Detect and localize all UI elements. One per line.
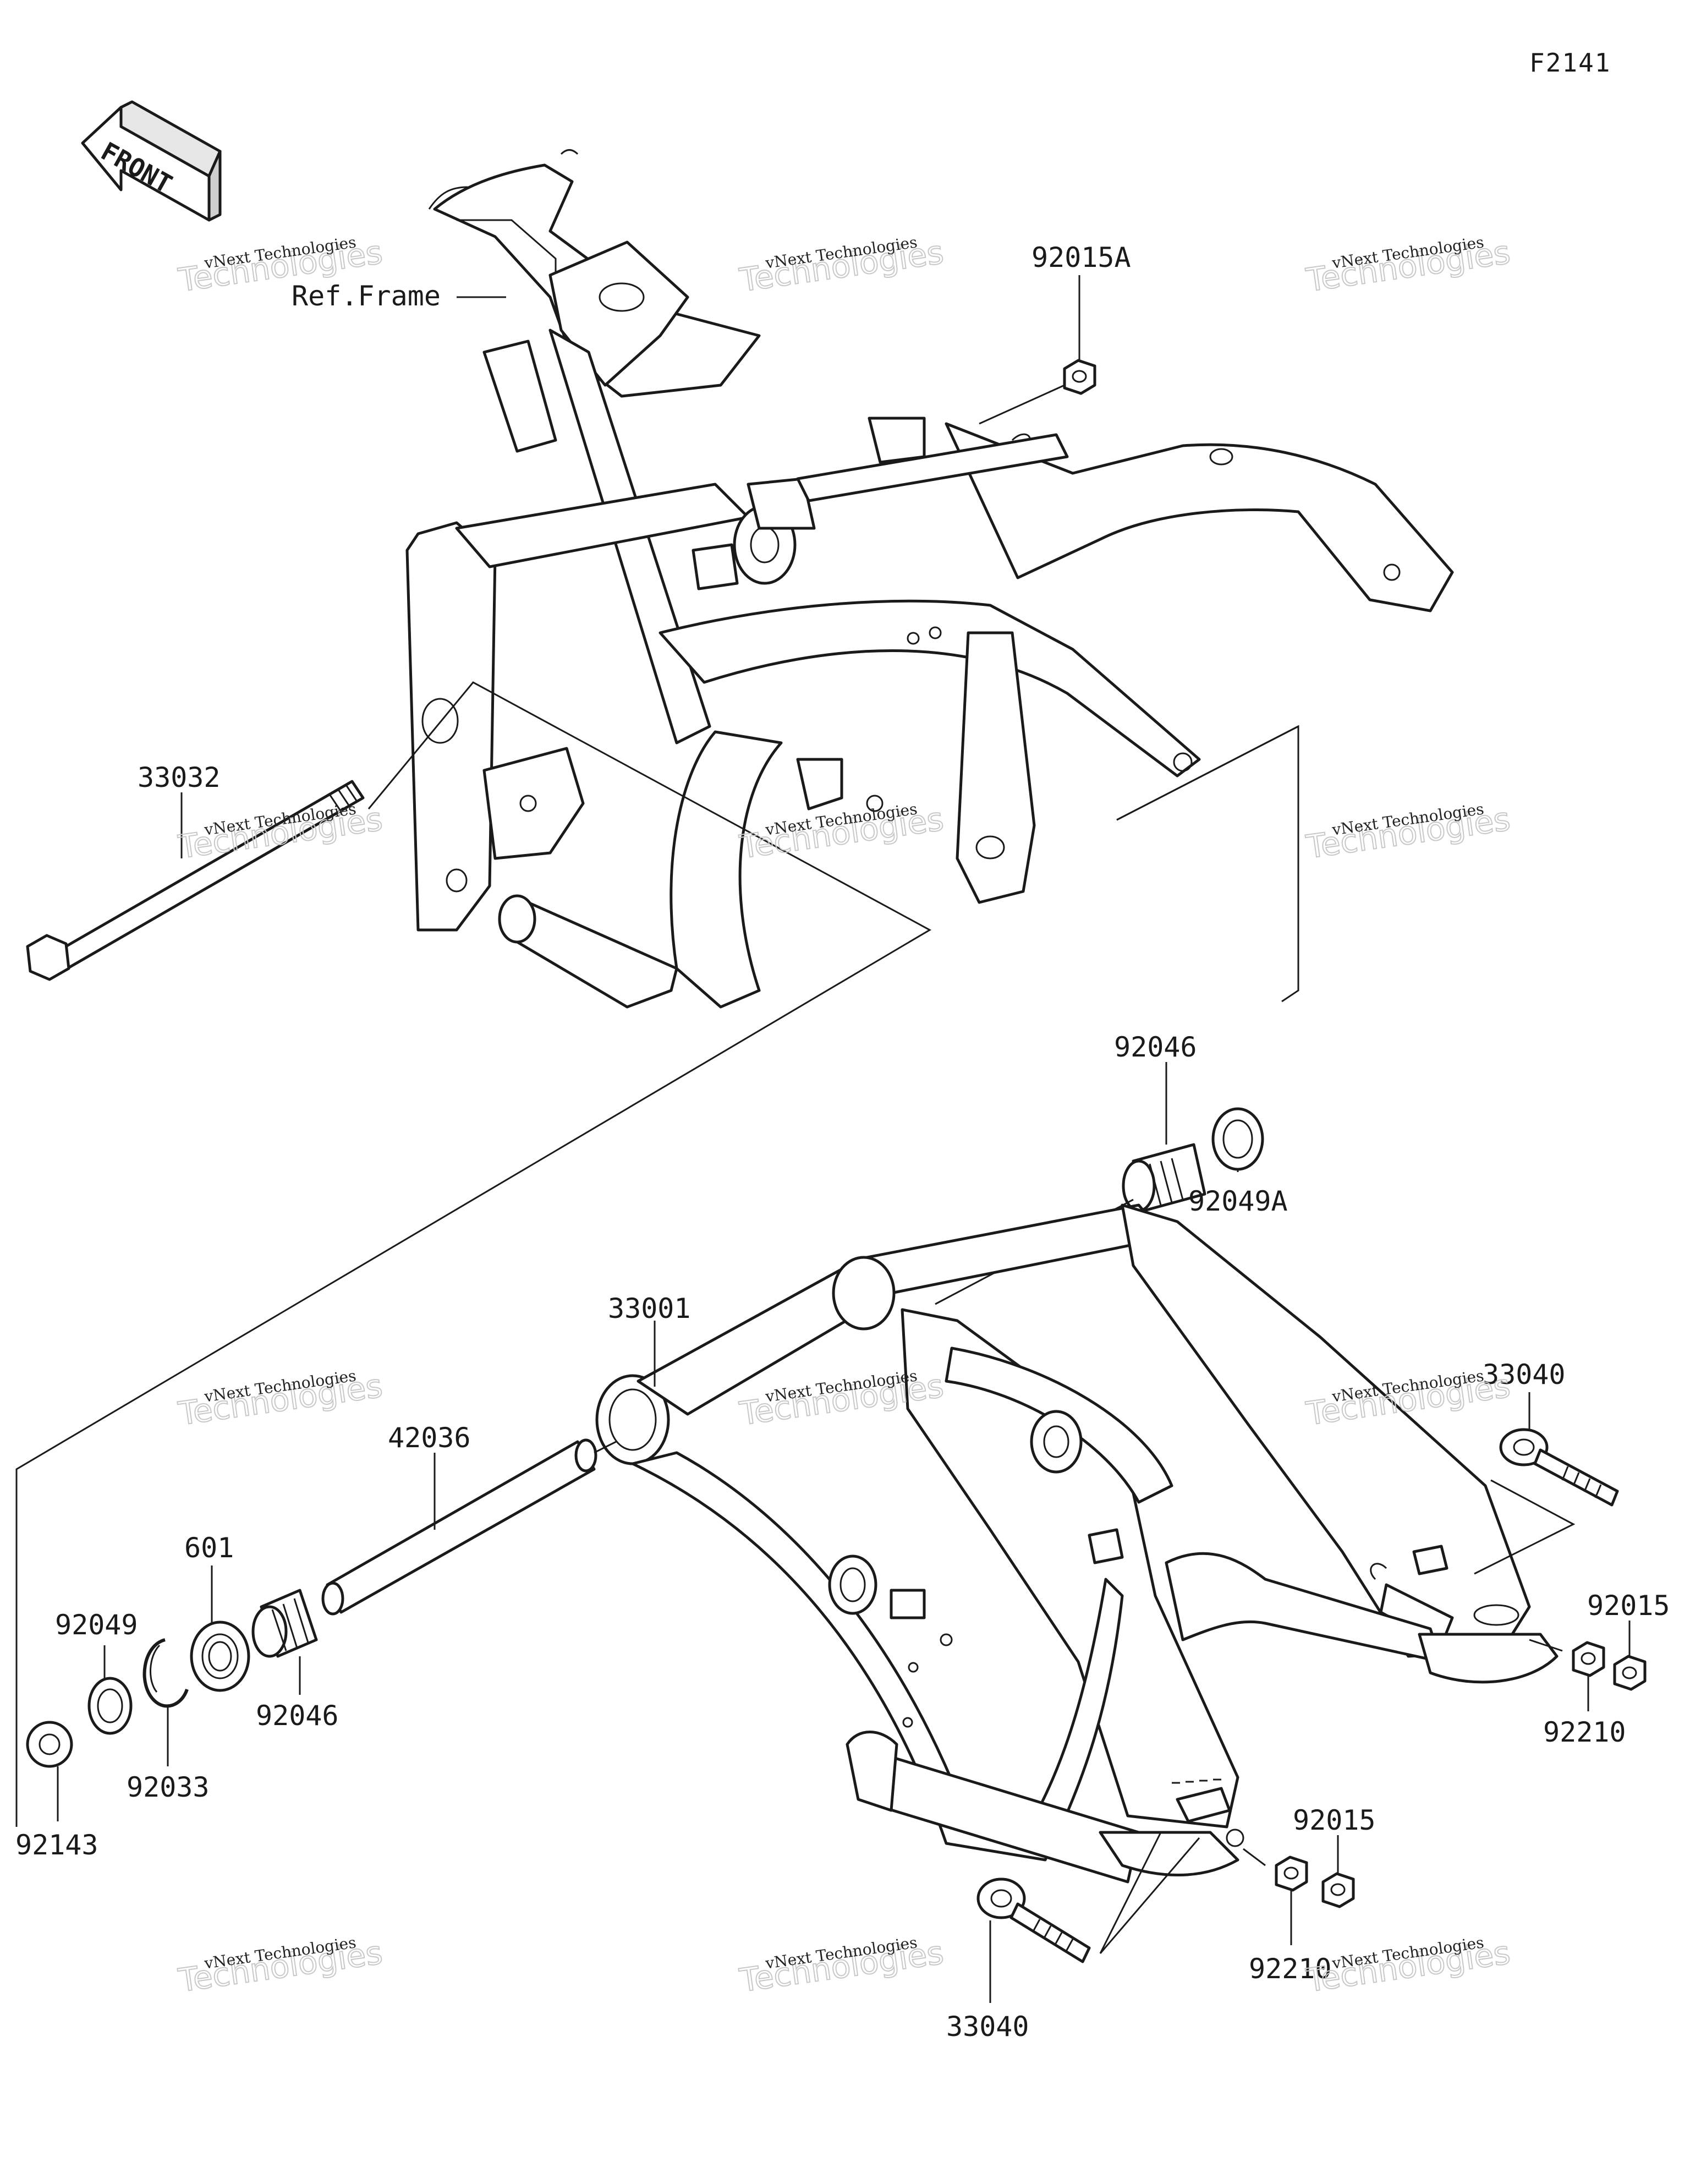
ref-frame-label: Ref.Frame [292, 280, 441, 312]
part-label-92049A: 92049A [1188, 1185, 1288, 1217]
watermark-4: Technologies vNext Technologies [175, 800, 385, 866]
bearing-92046-top-icon [1122, 1143, 1206, 1212]
watermark-11: Technologies vNext Technologies [737, 1933, 946, 2000]
bolt-33032-icon [26, 780, 365, 981]
front-arrow-icon: FRONT [81, 100, 222, 222]
shaft-42036-icon [321, 1438, 597, 1616]
part-label-92046-top: 92046 [1114, 1031, 1197, 1063]
part-label-92015-bottom: 92015 [1293, 1804, 1376, 1836]
part-label-92210-right: 92210 [1543, 1716, 1626, 1748]
watermark-12: Technologies vNext Technologies [1303, 1933, 1513, 2000]
part-label-92143: 92143 [15, 1829, 98, 1861]
circlip-92033-icon [142, 1638, 189, 1708]
watermark-3: Technologies vNext Technologies [1303, 233, 1513, 299]
adjuster-33040-bottom-icon [976, 1878, 1091, 1963]
nut-92210-right-icon [1572, 1641, 1605, 1677]
part-label-601: 601 [184, 1532, 234, 1564]
part-label-33040-right: 33040 [1483, 1359, 1566, 1391]
frame-drawing [405, 149, 1454, 1009]
part-label-92049: 92049 [55, 1609, 138, 1641]
seal-92049-icon [87, 1677, 133, 1735]
nut-92015A-icon [1063, 359, 1096, 395]
adjuster-33040-right-icon [1499, 1428, 1619, 1507]
part-label-92046-left: 92046 [256, 1700, 339, 1732]
nut-92210-bottom-icon [1275, 1855, 1308, 1892]
nut-92015-right-icon [1613, 1655, 1647, 1691]
part-label-33040-bottom: 33040 [946, 2011, 1029, 2043]
diagram-code: F2141 [1529, 48, 1611, 78]
part-label-42036: 42036 [388, 1422, 471, 1454]
watermark-10: Technologies vNext Technologies [175, 1933, 385, 2000]
part-label-33001: 33001 [608, 1293, 691, 1324]
nut-92015-bottom-icon [1321, 1872, 1355, 1908]
watermark-2: Technologies vNext Technologies [737, 233, 946, 299]
bearing-92046-left-icon [251, 1589, 318, 1658]
part-label-33032: 33032 [138, 762, 221, 793]
watermark-8: Technologies vNext Technologies [737, 1366, 946, 1433]
watermark-6: Technologies vNext Technologies [1303, 800, 1513, 866]
part-label-92015A: 92015A [1031, 242, 1131, 273]
seal-92049A-icon [1211, 1107, 1264, 1171]
collar-92143-icon [26, 1721, 73, 1768]
swingarm-drawing [595, 1203, 1559, 1884]
part-label-92033: 92033 [127, 1771, 210, 1803]
bearing-601-icon [190, 1621, 250, 1692]
watermark-5: Technologies vNext Technologies [737, 800, 946, 866]
part-label-92015-right: 92015 [1587, 1590, 1670, 1622]
part-label-92210-bottom: 92210 [1249, 1953, 1332, 1985]
watermark-7: Technologies vNext Technologies [175, 1366, 385, 1433]
